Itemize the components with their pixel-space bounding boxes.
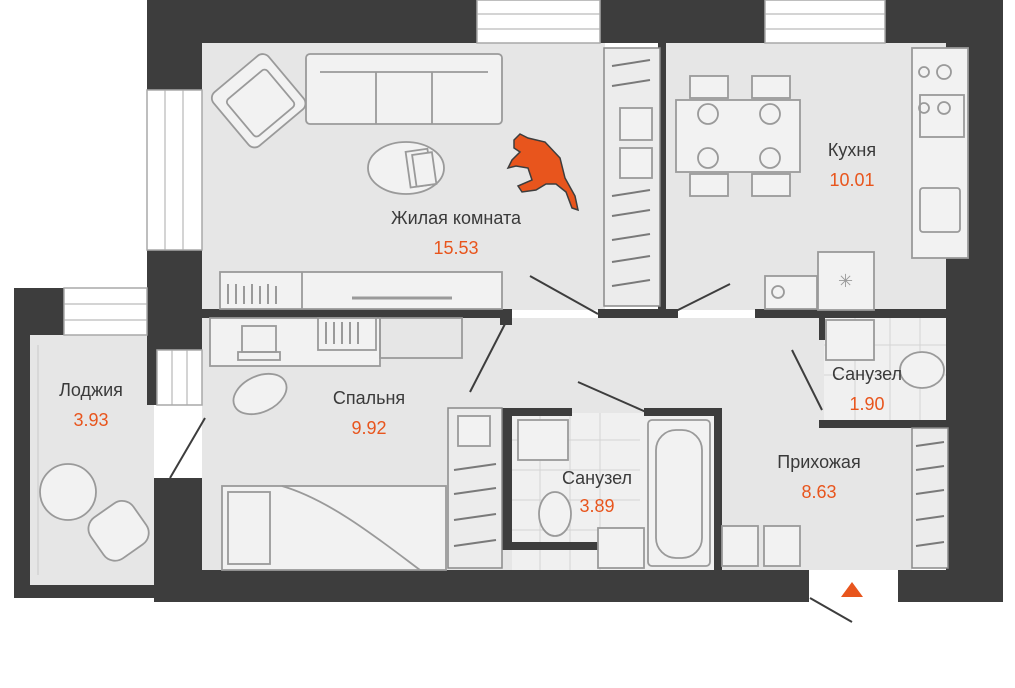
hallway-name: Прихожая — [777, 452, 860, 472]
wall-bath-right — [714, 408, 722, 570]
sofa — [305, 53, 503, 125]
doors — [169, 275, 853, 623]
wall-loggia-left — [14, 288, 30, 598]
walls — [14, 0, 1003, 602]
bed — [221, 485, 447, 571]
kitchen-area: 10.01 — [829, 170, 874, 190]
wall-living-kitchen — [658, 43, 666, 309]
window-loggia-top — [63, 287, 148, 336]
bedroom-furniture — [209, 317, 503, 571]
kitchen-name: Кухня — [828, 140, 876, 160]
toilet-large — [538, 491, 572, 537]
bedroom-area: 9.92 — [351, 418, 386, 438]
loggia-furniture — [39, 463, 150, 562]
armchair — [210, 53, 307, 149]
entrance-triangle-icon — [841, 582, 863, 597]
tv-stand — [219, 271, 503, 310]
living-furniture — [210, 53, 503, 310]
wall-bath-top — [502, 408, 572, 416]
wall-bottom-left — [154, 570, 809, 602]
living-room-name: Жилая комната — [391, 208, 522, 228]
office-chair — [232, 372, 288, 416]
windows — [37, 0, 886, 575]
bath-fixtures — [517, 319, 945, 569]
wall-small-bath-bottom — [819, 420, 954, 428]
loggia-name: Лоджия — [59, 380, 123, 400]
kitchen-counter — [911, 47, 969, 259]
window-kitchen-top — [764, 0, 886, 44]
wall-bath-bottom-left — [502, 542, 598, 550]
wall-small-bath-right — [946, 318, 954, 426]
sink-large — [597, 527, 645, 569]
toilet-small — [899, 351, 945, 389]
large-bath-name: Санузел — [562, 468, 632, 488]
wall-loggia-mid — [147, 335, 157, 405]
wardrobe-living — [603, 47, 661, 307]
bedroom-name: Спальня — [333, 388, 405, 408]
wall-bath-top-right — [644, 408, 722, 416]
wall-top-mid — [600, 0, 765, 43]
wall-bottom-right — [898, 570, 1003, 602]
bathtub — [647, 419, 711, 567]
kitchen-furniture: ✳ — [675, 47, 969, 311]
small-bath-area: 1.90 — [849, 394, 884, 414]
hallway-furniture — [721, 427, 949, 569]
small-bath-name: Санузел — [832, 364, 902, 384]
sink-small — [825, 319, 875, 361]
shelf — [317, 317, 377, 351]
loggia-area: 3.93 — [73, 410, 108, 430]
wall-left-mid — [147, 250, 202, 350]
hallway-area: 8.63 — [801, 482, 836, 502]
dining-table — [675, 99, 801, 173]
cat-icon — [506, 133, 580, 212]
wall-wardrobe-bottom — [598, 309, 678, 318]
wall-left-upper — [147, 0, 202, 90]
wardrobe-hall — [911, 427, 949, 569]
wall-kitchen-hall — [755, 309, 948, 318]
wall-small-bath-left — [819, 318, 825, 340]
large-bath-area: 3.89 — [579, 496, 614, 516]
window-living-top — [476, 0, 601, 44]
wall-bath-left — [502, 408, 512, 548]
wall-living-bedroom — [202, 309, 512, 318]
window-bedroom-left — [156, 349, 203, 406]
room-labels: Жилая комната 15.53 Кухня 10.01 Лоджия 3… — [59, 140, 902, 516]
svg-text:✳: ✳ — [838, 271, 853, 291]
living-room-area: 15.53 — [433, 238, 478, 258]
wall-loggia-bottom — [14, 585, 154, 598]
window-living-left — [146, 89, 203, 251]
wall-stub-1 — [500, 309, 512, 325]
